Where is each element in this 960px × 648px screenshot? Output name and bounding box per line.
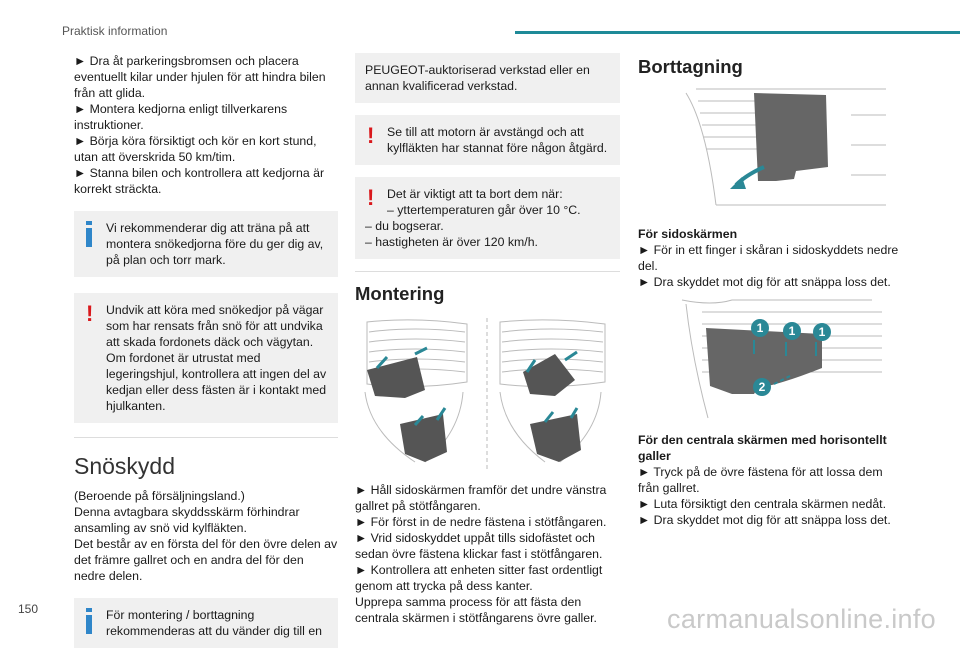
bullet-1: ► Dra åt parkeringsbromsen och placera e… [74,54,326,100]
warn-line-2: – yttertemperaturen går över 10 °C. [387,203,581,217]
callout-1b: 1 [789,324,796,338]
center-removal-svg: 1 1 1 2 [681,299,882,419]
page-number: 150 [18,602,39,616]
heading-borttagning: Borttagning [638,56,743,77]
info-text-2: För montering / borttagning rekommendera… [106,608,322,638]
warn-line-1: Det är viktigt att ta bort dem när: [387,187,563,201]
warning-box: ! Undvik att köra med snökedjor på vägar… [74,293,338,423]
column-2: PEUGEOT-auktoriserad verkstad eller en a… [355,53,620,626]
info-box: Vi rekommenderar dig att träna på att mo… [74,211,338,277]
column-3: Borttagning För sidoskärmen ► För in ett… [638,53,903,528]
info-icon [86,608,92,634]
warning-icon: ! [367,123,375,148]
column-1: ► Dra åt parkeringsbromsen och placera e… [74,53,338,648]
callout-1c: 1 [819,325,826,339]
center-screen-steps: ► Tryck på de övre fästena för att lossa… [638,465,891,527]
warn-line-4: – hastigheten är över 120 km/h. [365,235,538,249]
continued-info-box: PEUGEOT-auktoriserad verkstad eller en a… [355,53,620,103]
page-header: Praktisk information [0,0,960,40]
info-text: Vi rekommenderar dig att träna på att mo… [106,221,324,267]
callout-1a: 1 [757,321,764,335]
info-box-2: För montering / borttagning rekommendera… [74,598,338,648]
callout-2: 2 [759,380,766,394]
heading-montering: Montering [355,283,445,304]
side-screen-steps: ► För in ett finger i skåran i sidoskydd… [638,243,899,289]
warning-text: Undvik att köra med snökedjor på vägar s… [106,303,327,413]
bullet-2: ► Montera kedjorna enligt tillverkarens … [74,102,288,132]
header-accent-bar [515,31,960,34]
bullet-3: ► Börja köra försiktigt och kör en kort … [74,134,317,164]
info-icon [86,221,92,247]
warning-box-remove: ! Det är viktigt att ta bort dem när: – … [355,177,620,259]
watermark: carmanualsonline.info [667,604,936,634]
section-title: Praktisk information [62,24,168,38]
montering-steps: ► Håll sidoskärmen framför det undre vän… [355,483,607,625]
bullet-4: ► Stanna bilen och kontrollera att kedjo… [74,166,325,196]
divider [74,437,338,438]
mounting-svg [364,318,606,472]
warning-icon: ! [367,185,375,210]
snoskydd-intro: (Beroende på försäljningsland.) Denna av… [74,489,338,583]
center-screen-removal-illustration: 1 1 1 2 [672,298,903,426]
warn-line-3: – du bogserar. [365,219,444,233]
warning-icon: ! [86,301,94,326]
warning-box-motor: ! Se till att motorn är avstängd och att… [355,115,620,165]
divider [355,271,620,272]
mounting-illustration [355,312,620,472]
side-removal-svg [685,88,886,206]
continued-text: PEUGEOT-auktoriserad verkstad eller en a… [365,63,590,93]
center-screen-title: För den centrala skärmen med horisontell… [638,433,887,463]
warning-motor-text: Se till att motorn är avstängd och att k… [387,125,608,155]
heading-snoskydd: Snöskydd [74,453,176,479]
side-screen-title: För sidoskärmen [638,227,738,241]
side-screen-removal-illustration [676,85,903,220]
